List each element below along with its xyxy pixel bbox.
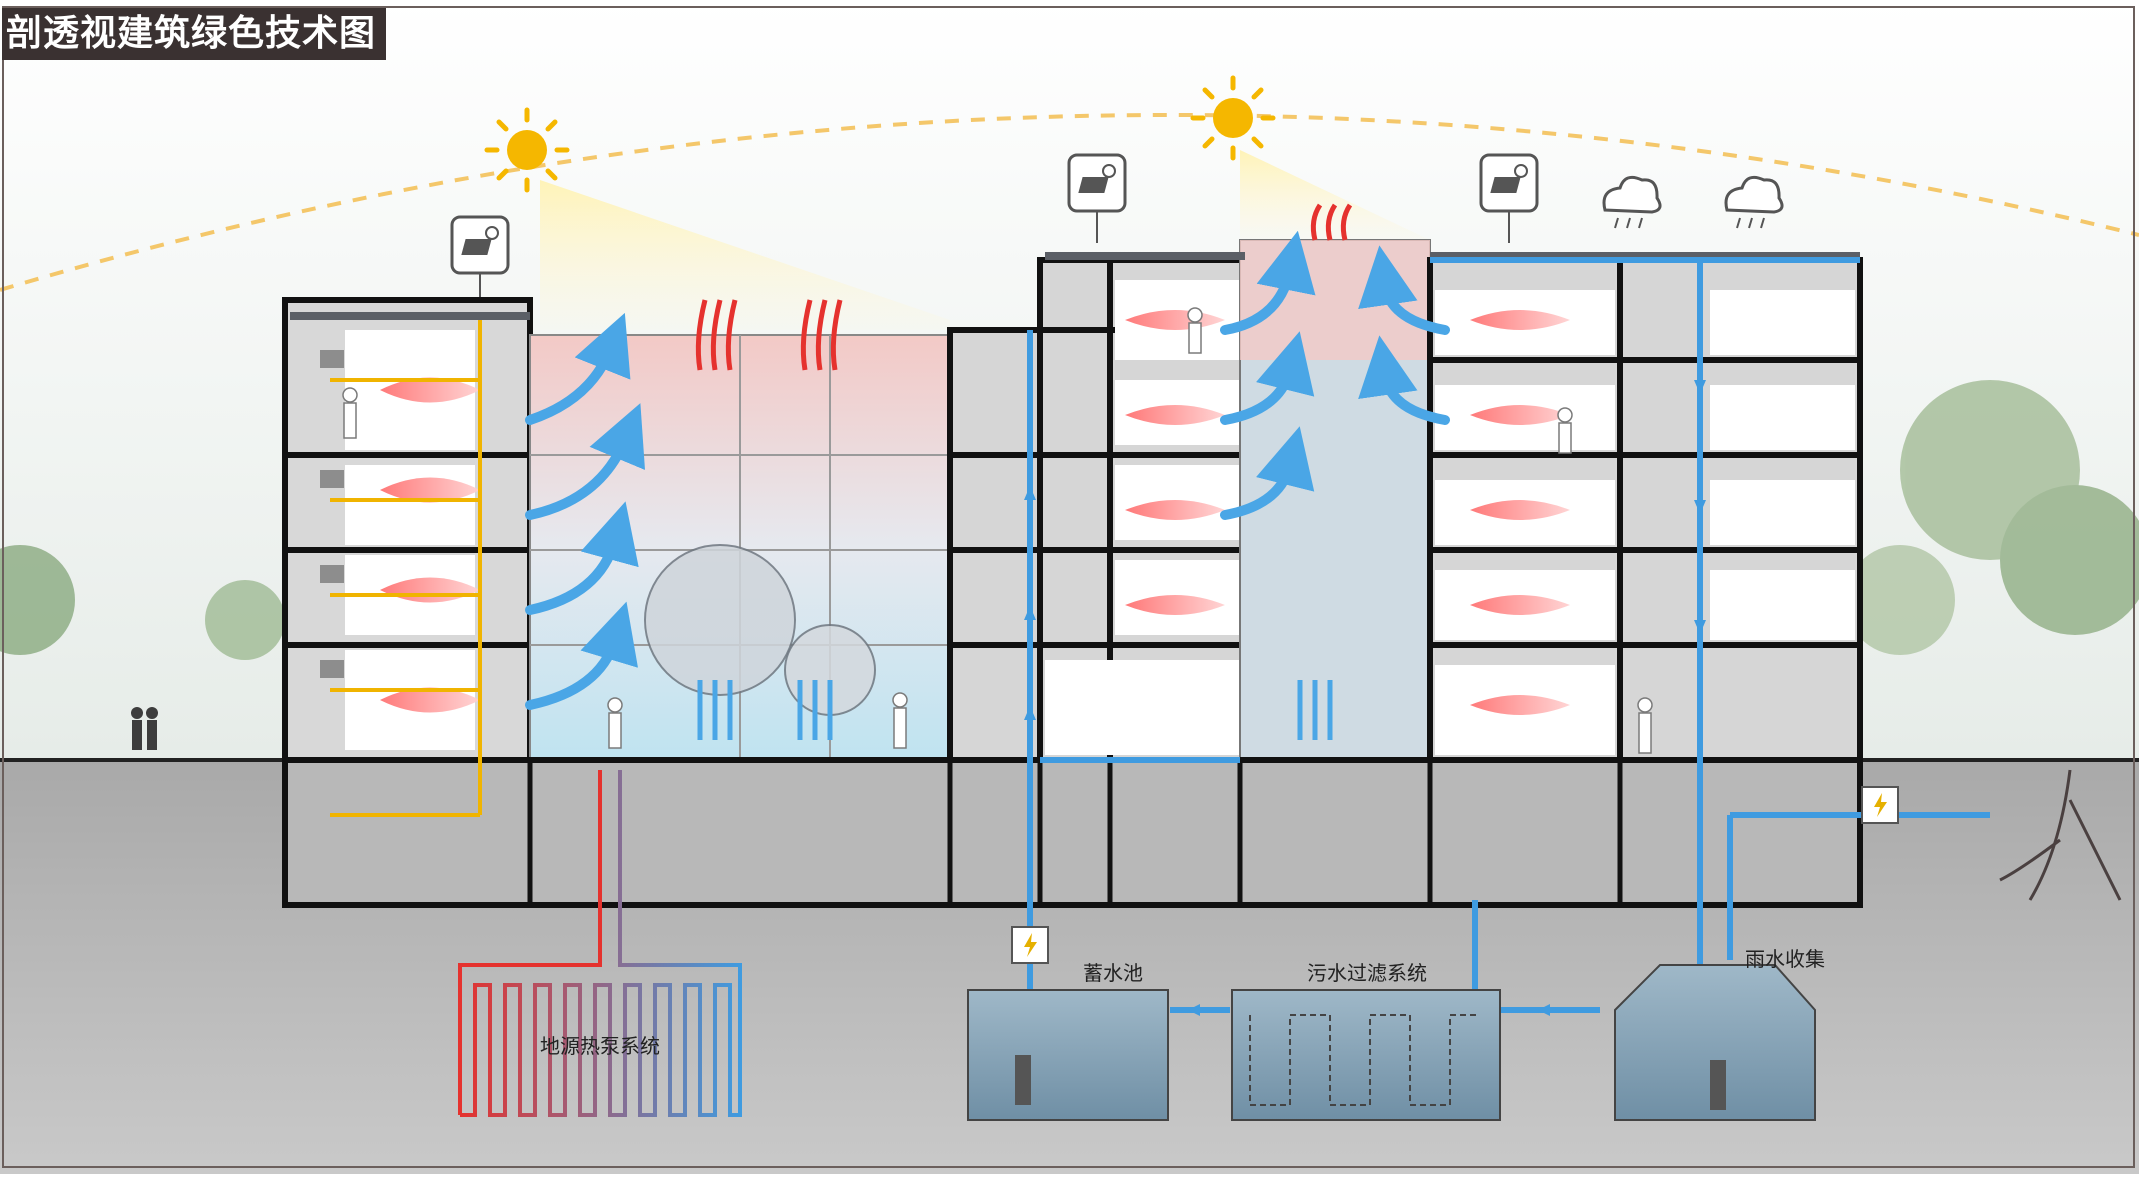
sewage-filter-tank: [1231, 989, 1501, 1121]
basement: [282, 757, 1863, 908]
diagram-title: 剖透视建筑绿色技术图: [2, 8, 387, 60]
tree-roots: [1999, 769, 2122, 901]
electrical-wiring: [330, 320, 482, 817]
sun-icon: [1190, 75, 1276, 161]
person-silhouette-icon: [131, 707, 158, 750]
solar-panel-icon: [450, 215, 510, 305]
geothermal-loop: [458, 770, 742, 1117]
rain-collection-tank: [1614, 964, 1816, 1121]
water-pipe: [1027, 257, 1990, 1013]
lightning-bolt-icon: [1861, 786, 1899, 824]
solar-panel-icon: [1479, 153, 1539, 243]
person-silhouette-icon: [342, 307, 1653, 754]
rain-cloud-icon: [1602, 175, 1662, 229]
lightning-bolt-icon: [1011, 926, 1049, 964]
diagram-frame: [2, 6, 2135, 1168]
storage-pool-tank: [967, 989, 1169, 1121]
sunlight-beam: [540, 180, 950, 330]
flow-arrow: [1024, 380, 1706, 1016]
tree-icon: [644, 544, 876, 716]
hot-air-exhaust: [695, 203, 1353, 371]
ground-source-heat-pump-label: 地源热泵系统: [540, 1034, 660, 1058]
rain-collection-label: 雨水收集: [1745, 947, 1825, 971]
airflow-arrow: [525, 230, 1450, 710]
storage-pool-label: 蓄水池: [1083, 961, 1143, 985]
roof-solar-panels: [290, 252, 1860, 320]
sun-icon: [484, 107, 570, 193]
solar-panel-icon: [1067, 153, 1127, 243]
cool-air-rise: [697, 680, 1333, 740]
sun-path: [0, 112, 2139, 292]
sunlight-beam: [1240, 150, 1430, 240]
rain-cloud-icon: [1724, 175, 1784, 229]
sewage-filter-label: 污水过滤系统: [1307, 961, 1427, 985]
